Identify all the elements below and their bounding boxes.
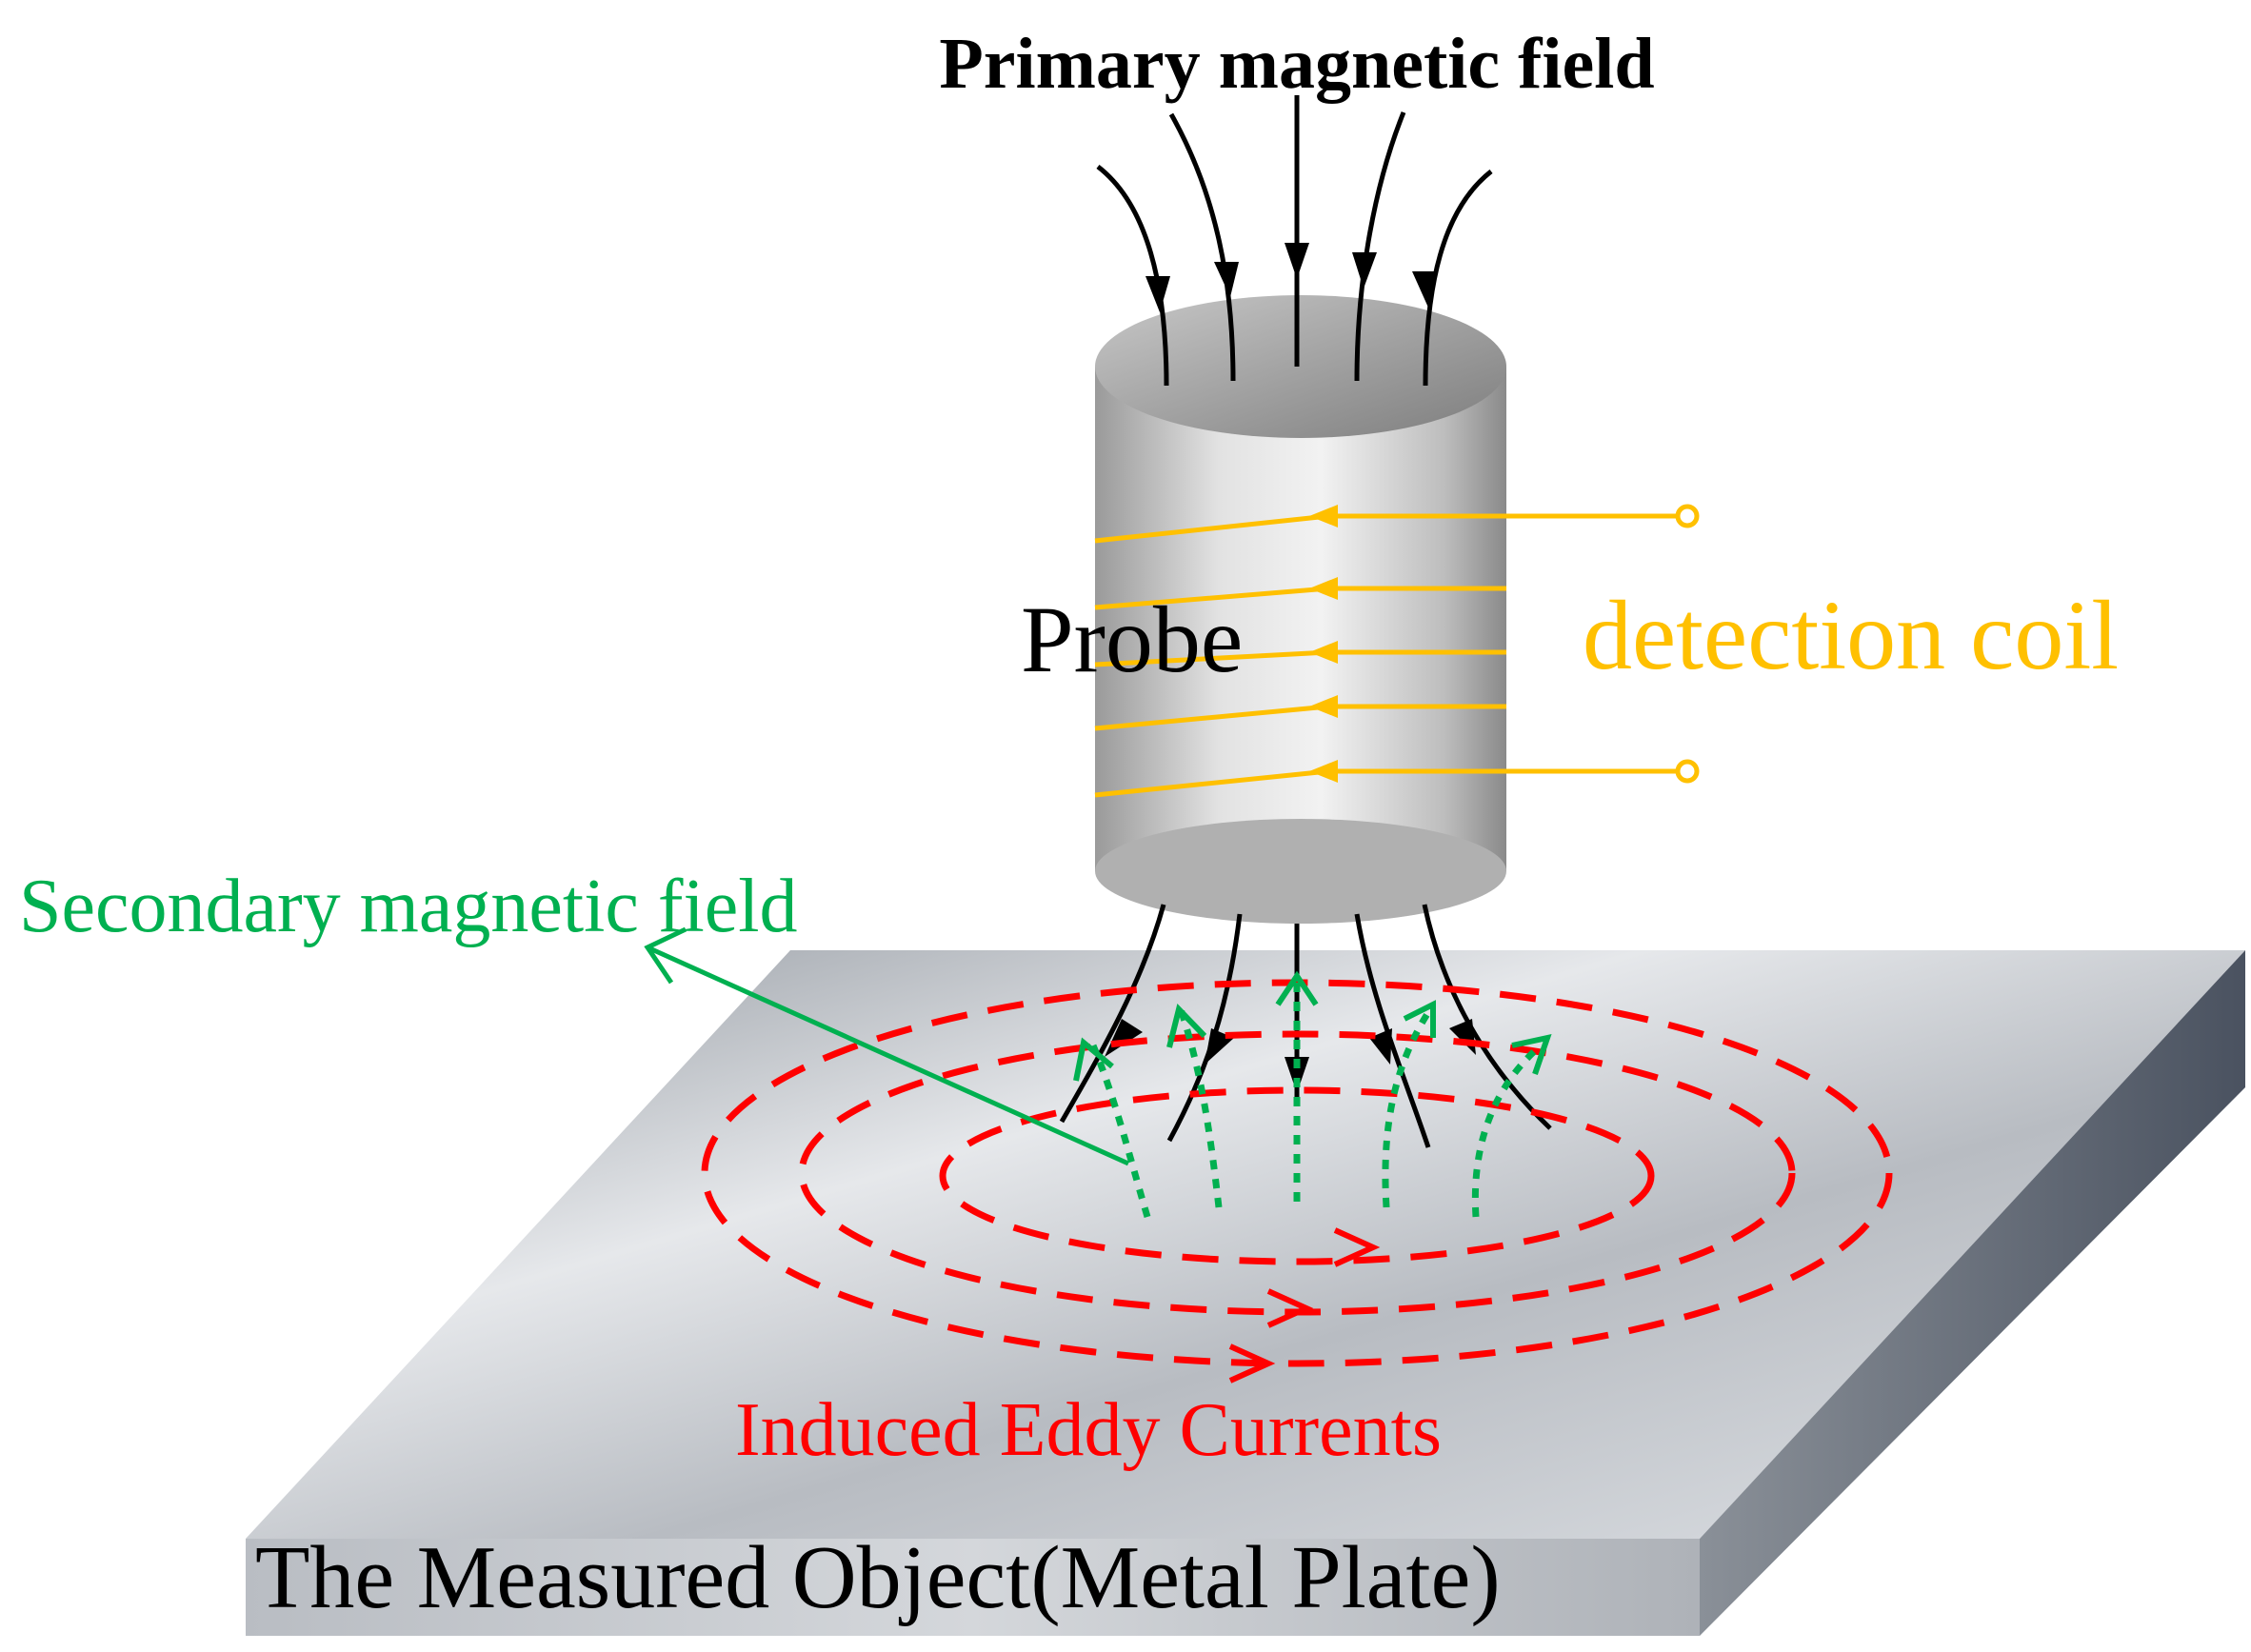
coil-arrow-icon	[1309, 695, 1338, 718]
arrow-down-icon	[1145, 276, 1170, 312]
coil-arrow-icon	[1309, 760, 1338, 783]
eddy-current-arrows	[1228, 1227, 1381, 1383]
measured-object-label: The Measured Object(Metal Plate)	[255, 1528, 1501, 1627]
probe-label: Probe	[1021, 587, 1243, 692]
arrow-up-icon	[1403, 1000, 1436, 1038]
secondary-field-line	[1177, 1007, 1223, 1208]
secondary-field-lines	[1089, 981, 1544, 1218]
coil-terminal-top	[1675, 504, 1700, 528]
plate-front-face	[246, 1539, 1700, 1636]
arrow-down-icon	[1214, 262, 1239, 297]
arrow-down-icon	[1352, 252, 1377, 289]
coil-terminal-bottom	[1675, 759, 1700, 784]
arrow-up-icon	[1275, 970, 1319, 1006]
primary-field-arrows-top	[1145, 243, 1437, 312]
coil-arrow-icon	[1309, 505, 1338, 527]
arrow-head-icon	[644, 926, 687, 985]
arrow-down-icon	[1105, 1019, 1143, 1057]
primary-field-lines-top	[1096, 95, 1493, 387]
plate-top-surface	[246, 950, 2245, 1539]
field-line	[1059, 904, 1166, 1124]
field-line	[1423, 169, 1493, 387]
field-line	[1096, 165, 1169, 387]
secondary-field-line	[1382, 1007, 1433, 1208]
probe-top	[1095, 295, 1506, 438]
probe-bottom	[1095, 819, 1506, 924]
arrow-up-icon	[1511, 1033, 1552, 1075]
coil-arrows	[1309, 505, 1338, 783]
field-line	[1168, 112, 1236, 382]
eddy-loop-inner	[939, 1086, 1655, 1265]
metal-plate	[246, 950, 2245, 1636]
secondary-field-label: Secondary magnetic field	[19, 865, 797, 948]
arrow-down-icon	[1412, 271, 1437, 308]
arrow-right-icon	[1228, 1343, 1276, 1383]
primary-field-label: Primary magnetic field	[939, 24, 1654, 104]
field-line	[1354, 111, 1406, 382]
plate-right-side	[1700, 950, 2245, 1636]
pointer-line	[646, 945, 1130, 1166]
arrow-down-icon	[1285, 1057, 1309, 1093]
secondary-field-arrows	[1073, 970, 1552, 1082]
secondary-field-pointer	[644, 926, 1130, 1166]
coil-arrow-icon	[1309, 641, 1338, 664]
detection-coil-label: detection coil	[1583, 581, 2119, 690]
arrow-up-icon	[1166, 1004, 1207, 1048]
coil-arrow-icon	[1309, 577, 1338, 600]
arrow-down-icon	[1285, 243, 1309, 279]
arrow-right-icon	[1333, 1227, 1381, 1267]
arrow-up-icon	[1073, 1037, 1114, 1082]
secondary-field-line	[1089, 1044, 1151, 1218]
arrow-right-icon	[1266, 1288, 1314, 1328]
eddy-currents-label: Induced Eddy Currents	[735, 1388, 1442, 1472]
secondary-field-line	[1471, 1043, 1544, 1218]
